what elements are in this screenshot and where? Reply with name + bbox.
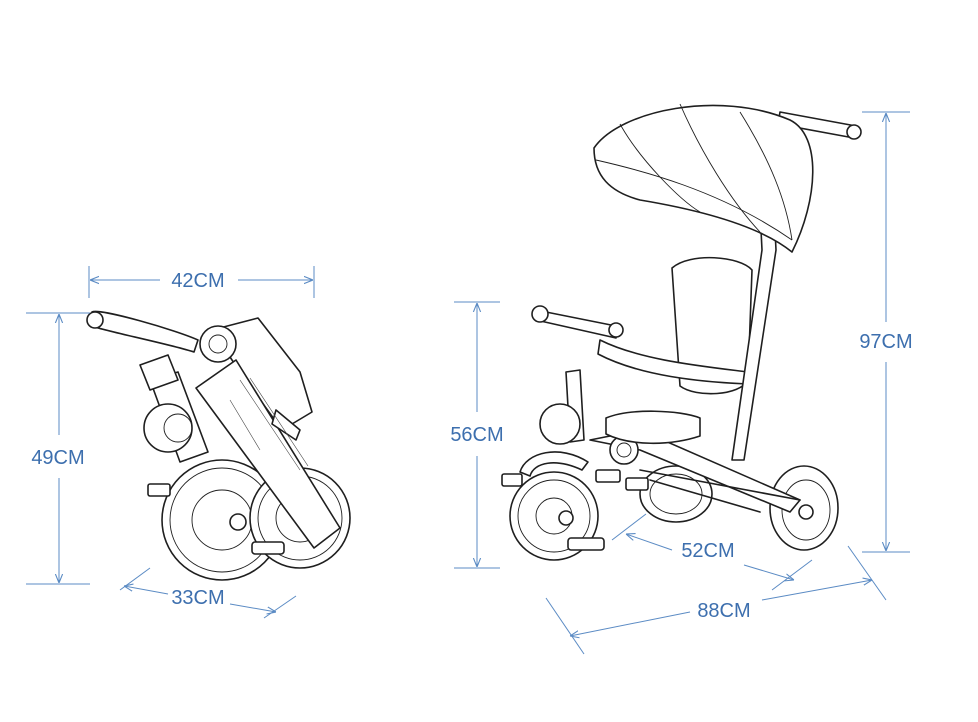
folded-width-label: 42CM: [171, 270, 224, 292]
unfolded-tricycle-drawing: [501, 103, 862, 561]
folded-width-dimension: 42CM: [88, 266, 315, 298]
folded-depth-label: 33CM: [171, 587, 224, 609]
folded-depth-dimension: 33CM: [119, 567, 297, 619]
width-dimension: 52CM: [611, 513, 813, 591]
seat-height-dimension: 56CM: [450, 301, 504, 569]
length-dimension: 88CM: [545, 545, 887, 655]
seat-height-label: 56CM: [450, 424, 503, 446]
rear-wheel-right: [769, 465, 839, 551]
folded-tricycle-drawing: [86, 310, 351, 581]
total-height-label: 97CM: [859, 331, 912, 353]
total-height-dimension: 97CM: [859, 111, 913, 553]
length-label: 88CM: [697, 600, 750, 622]
folded-height-label: 49CM: [31, 447, 84, 469]
folded-height-dimension: 49CM: [26, 312, 90, 585]
width-label: 52CM: [681, 540, 734, 562]
